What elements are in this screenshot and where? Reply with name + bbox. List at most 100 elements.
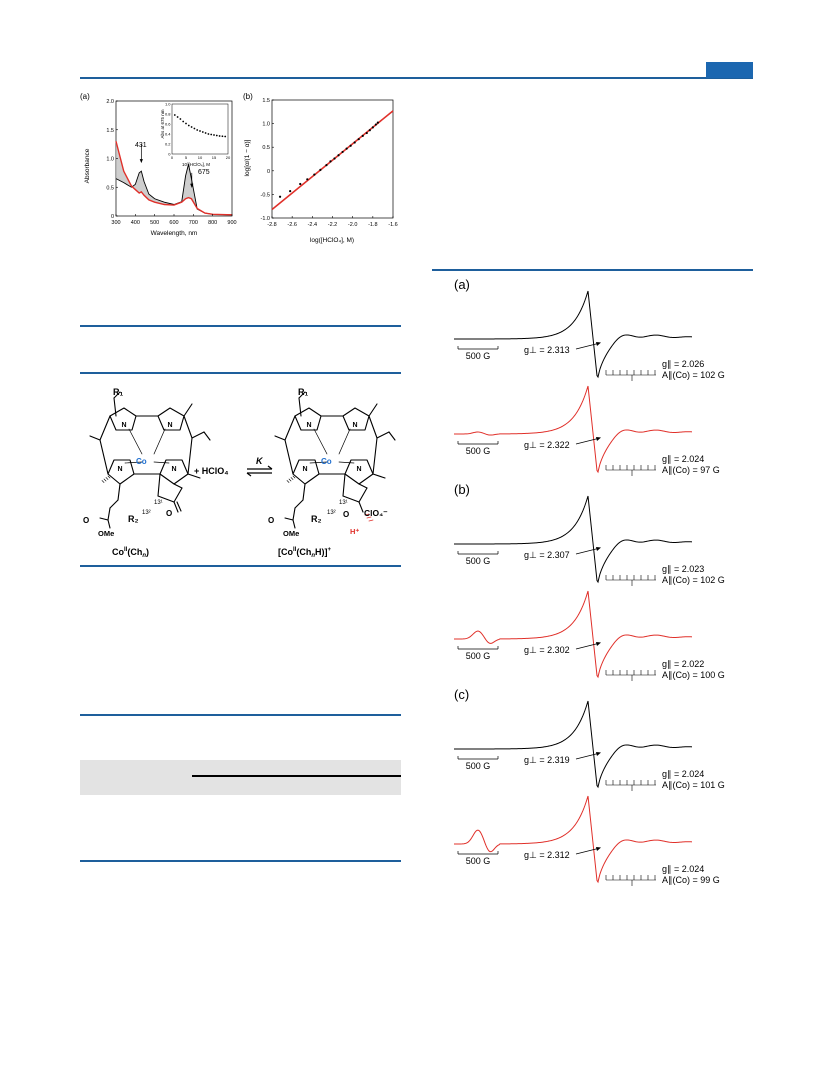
inset-point [179, 118, 182, 120]
c131-left: 13¹ [154, 500, 163, 506]
bond [187, 437, 193, 475]
nitrogen-atom: N [307, 422, 312, 429]
panel-b-xtick-label: -1.6 [388, 222, 397, 228]
svg-text:CoII(Chn): CoII(Chn) [112, 547, 149, 559]
table-rule-2 [80, 714, 401, 716]
nitrogen-atom: N [353, 422, 358, 429]
bond [376, 431, 390, 439]
epr-trace [453, 795, 693, 884]
panel-b-frame [271, 99, 394, 219]
bond [183, 415, 193, 439]
inset-point [215, 134, 218, 137]
g-perp-arrow [575, 847, 601, 855]
panel-b-xtick-label: -2.0 [348, 222, 357, 228]
panel-b-point [337, 154, 340, 157]
table-rule-3 [80, 860, 401, 862]
panel-b-point [361, 134, 364, 137]
panel-a-series-2 [115, 141, 233, 216]
inset-ytick-label: 0.4 [165, 132, 171, 137]
g-perp-arrowhead [596, 847, 601, 851]
panel-b-xtick-label: -1.8 [368, 222, 377, 228]
ring [342, 407, 370, 431]
panel-a-series-1 [115, 164, 233, 216]
bond [292, 519, 296, 529]
r2-right: R₂ [311, 514, 322, 524]
panel-a-ytick-label: 1.5 [106, 128, 114, 134]
panel-b-point [349, 144, 352, 147]
panel-a-ylabel: Absorbance [84, 148, 91, 183]
page-tab [706, 62, 753, 78]
bond [294, 499, 304, 509]
epr-panel-label: (a) [454, 277, 470, 292]
g-perp-arrowhead [596, 547, 601, 551]
ome-right: OMe [283, 529, 299, 538]
panel-a-label: (a) [80, 92, 90, 101]
panel-b-label: (b) [243, 92, 253, 101]
epr-panel-label: (b) [454, 482, 470, 497]
inset-ytick-label: 0.6 [165, 122, 171, 127]
panel-b-point [345, 147, 348, 150]
bond [153, 461, 170, 464]
bond [128, 428, 143, 455]
panel-b-point [289, 189, 292, 193]
bond [286, 480, 290, 483]
ring [294, 407, 322, 431]
bond [113, 391, 121, 399]
inset-xtick-label: 15 [212, 155, 217, 160]
bond [284, 415, 296, 441]
panel-b-point [306, 178, 309, 181]
scale-bar-label: 500 G [466, 856, 491, 866]
bond [342, 473, 346, 497]
g-perp-arrow [575, 342, 601, 350]
scale-bar-label: 500 G [466, 651, 491, 661]
g-perp-label: g⊥ = 2.302 [524, 645, 570, 655]
table-rule-1 [80, 325, 401, 327]
bond [284, 439, 294, 475]
panel-a-xtick-label: 600 [169, 220, 178, 226]
panel-b-ytick-label: -1.0 [261, 216, 270, 222]
r2-left: R₂ [128, 514, 139, 524]
bond [368, 403, 378, 417]
inset-point [199, 130, 201, 132]
inset-ylabel: Abs at 675 nm [160, 109, 165, 138]
bond [176, 501, 182, 512]
g-perp-arrowhead [596, 342, 601, 346]
ring [344, 459, 374, 485]
epr-top-rule [432, 269, 753, 271]
inset-point [196, 129, 199, 131]
scheme-top-rule [80, 372, 401, 374]
panel-b-point [341, 150, 344, 154]
panel-b-ytick-label: 1.5 [262, 98, 270, 104]
bond [99, 517, 109, 521]
bond [107, 519, 111, 529]
o-left: O [166, 509, 172, 518]
bond [372, 473, 386, 479]
bond [191, 431, 205, 439]
epr-trace [453, 385, 693, 474]
ring [109, 407, 137, 431]
inset-point [204, 132, 207, 134]
panel-b-point [376, 121, 379, 124]
g-perp-arrowhead [596, 642, 601, 646]
g-perp-label: g⊥ = 2.312 [524, 850, 570, 860]
left-caption: CoII(Chn) [112, 547, 149, 559]
o-ester-left: O [83, 516, 89, 525]
inset-point [224, 135, 227, 138]
panel-b-point [374, 123, 377, 126]
panel-b-xtick-label: -2.2 [328, 222, 337, 228]
equilibrium-constant: K [256, 456, 264, 466]
panel-a-xtick-label: 900 [227, 220, 236, 226]
g-perp-label: g⊥ = 2.313 [524, 345, 570, 355]
bond [107, 507, 111, 521]
bond [313, 428, 328, 455]
g-perp-arrow [575, 642, 601, 650]
panel-b-ytick-label: -0.5 [261, 192, 270, 198]
ring [292, 459, 320, 485]
bond [342, 495, 360, 503]
panel-b-xtick-label: -2.6 [287, 222, 296, 228]
panel-a-xlabel: Wavelength, nm [151, 230, 198, 237]
panel-b-ytick-label: 0.5 [262, 145, 270, 151]
a-par-label: A∥(Co) = 102 G [662, 370, 725, 380]
